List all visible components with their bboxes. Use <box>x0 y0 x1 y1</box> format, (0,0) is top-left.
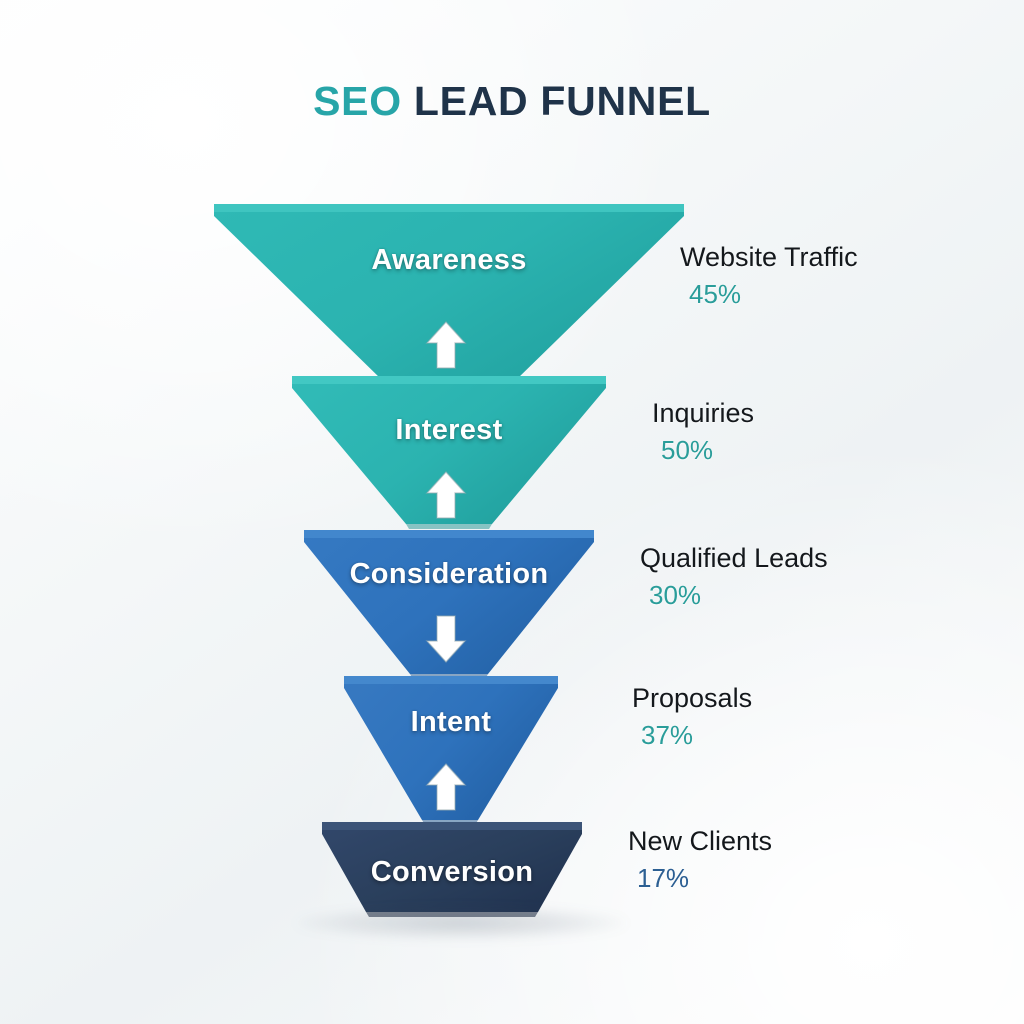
callout-metric-label: Qualified Leads <box>640 543 828 573</box>
callout-new-clients: New Clients 17% <box>628 827 772 895</box>
callout-metric-label: Proposals <box>632 683 753 713</box>
callout-metric-label: New Clients <box>628 826 773 856</box>
callout-proposals: Proposals 37% <box>632 684 752 752</box>
arrow-down-icon <box>424 612 468 666</box>
arrow-up-icon <box>424 318 468 372</box>
funnel-segment-conversion[interactable]: Conversion <box>316 816 588 920</box>
arrow-up-icon <box>424 760 468 814</box>
callout-metric-label: Website Traffic <box>680 242 858 272</box>
callout-percent-value: 37% <box>641 720 694 751</box>
callout-website-traffic: Website Traffic 45% <box>680 243 858 311</box>
callout-percent-value: 50% <box>661 435 714 466</box>
callout-inquiries: Inquiries 50% <box>652 399 754 467</box>
callout-percent-value: 17% <box>637 863 690 894</box>
callout-percent-value: 45% <box>689 279 742 310</box>
callout-percent-value: 30% <box>649 580 702 611</box>
arrow-up-icon <box>424 468 468 522</box>
page-title: SEO LEAD FUNNEL <box>0 78 1024 125</box>
title-main-word: LEAD FUNNEL <box>413 78 711 124</box>
title-accent-word: SEO <box>313 78 402 124</box>
callout-metric-label: Inquiries <box>652 398 755 428</box>
callout-qualified-leads: Qualified Leads 30% <box>640 544 828 612</box>
